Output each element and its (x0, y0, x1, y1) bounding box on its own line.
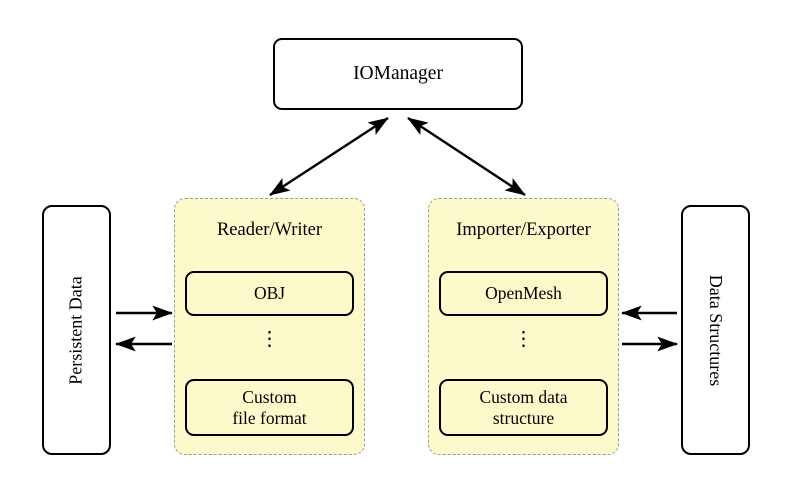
group-importer-exporter[interactable]: Importer/Exporter OpenMesh ⋮ Custom data… (428, 198, 619, 455)
arrow-manager-importerexporter (407, 116, 526, 197)
reader-writer-ellipsis: ⋮ (175, 325, 364, 371)
group-importer-exporter-title: Importer/Exporter (456, 220, 591, 240)
group-reader-writer-title: Reader/Writer (216, 220, 323, 240)
item-openmesh-label: OpenMesh (485, 283, 562, 304)
item-openmesh[interactable]: OpenMesh (439, 271, 608, 316)
item-obj[interactable]: OBJ (185, 271, 354, 316)
data-structures-label: Data Structures (706, 274, 726, 386)
io-manager-node[interactable]: IOManager (273, 38, 523, 110)
persistent-data-node[interactable]: Persistent Data (42, 205, 111, 455)
importer-exporter-ellipsis: ⋮ (429, 325, 618, 371)
item-obj-label: OBJ (253, 283, 286, 304)
importer-exporter-ellipsis-glyph: ⋮ (513, 328, 534, 350)
io-manager-label: IOManager (353, 63, 443, 85)
data-structures-node[interactable]: Data Structures (681, 205, 750, 455)
persistent-data-label: Persistent Data (66, 275, 87, 385)
reader-writer-ellipsis-glyph: ⋮ (259, 328, 280, 350)
arrow-manager-readerwriter (269, 116, 389, 197)
